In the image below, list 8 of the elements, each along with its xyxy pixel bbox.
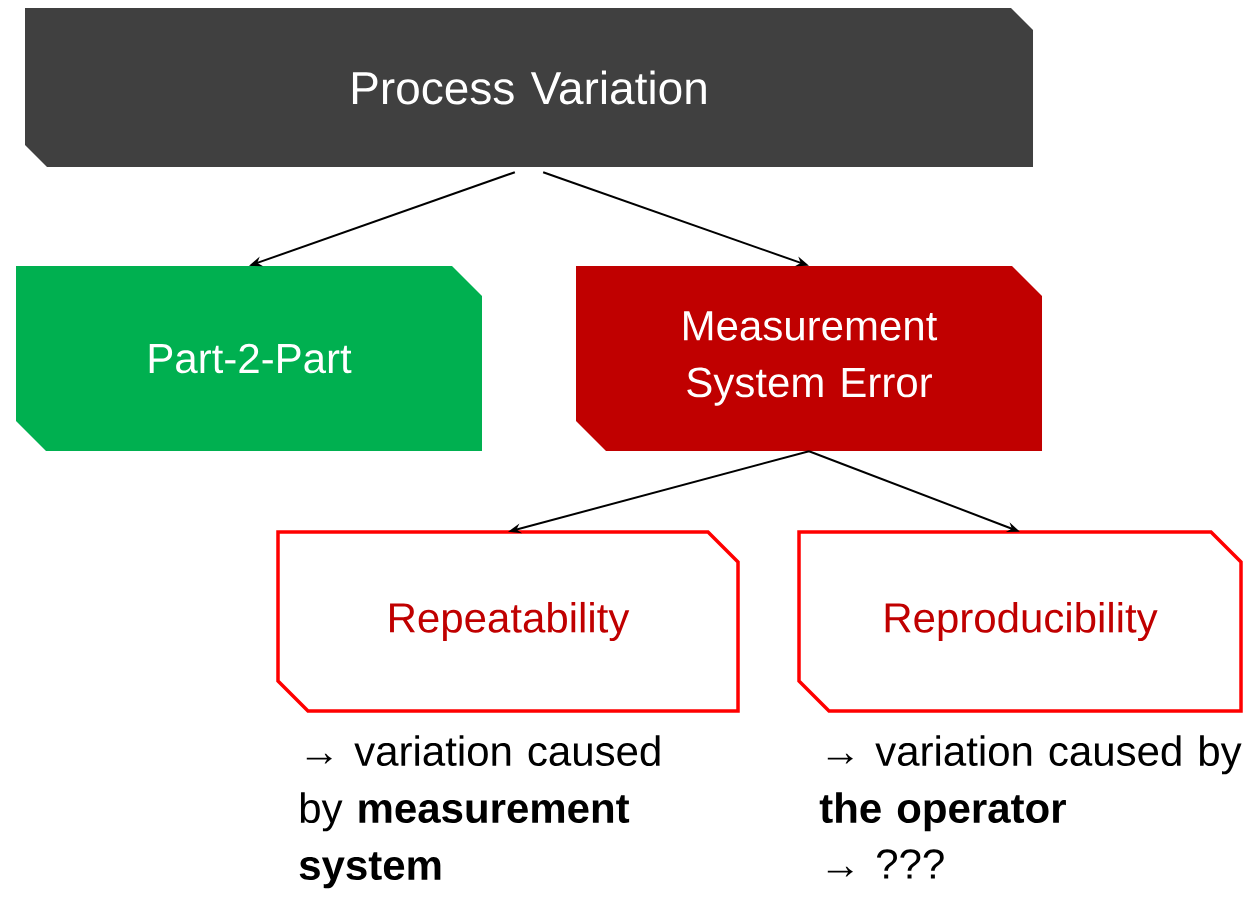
component-box: Repeatability [276, 530, 740, 713]
note-text: → ??? [827, 849, 944, 879]
category-box: Measurement System Error [576, 266, 1042, 451]
note-text: → variation caused by the operator [819, 735, 1242, 832]
title-banner: Process Variation [25, 8, 1033, 167]
component-box: Reproducibility [797, 530, 1243, 713]
note-text: → variation caused by measurement system [299, 735, 660, 889]
category-box: Part-2-Part [16, 266, 482, 451]
